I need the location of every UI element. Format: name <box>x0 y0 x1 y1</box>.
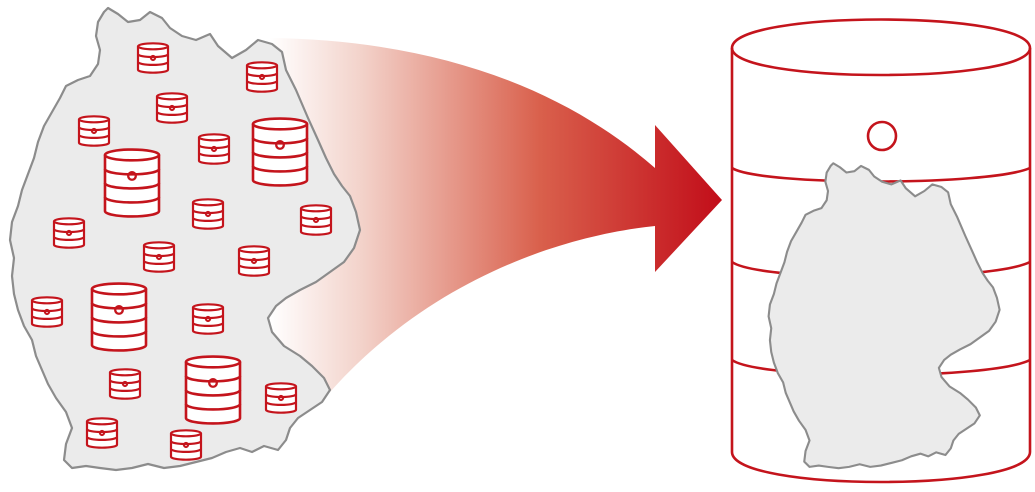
germany-map-right <box>767 162 1001 470</box>
database-indicator-dot <box>210 145 218 153</box>
database-icon <box>108 368 142 400</box>
left-database-icons <box>30 42 333 461</box>
database-indicator-dot <box>149 54 157 62</box>
database-icon <box>184 355 242 425</box>
database-icon <box>85 417 119 449</box>
database-indicator-dot <box>127 171 137 181</box>
database-icon <box>191 198 225 230</box>
database-icon <box>136 42 170 74</box>
database-icon <box>169 429 203 461</box>
database-indicator-dot <box>275 140 285 150</box>
gradient-arrow <box>268 38 722 392</box>
database-icon <box>30 296 64 328</box>
database-indicator-dot <box>168 104 176 112</box>
database-indicator-dot <box>250 257 258 265</box>
database-indicator-dot <box>277 394 285 402</box>
database-status-indicator <box>866 120 898 152</box>
database-icon <box>52 217 86 249</box>
database-indicator-dot <box>90 127 98 135</box>
database-indicator-dot <box>182 441 190 449</box>
database-top-rim <box>730 47 1032 77</box>
database-icon <box>299 204 333 236</box>
database-icon <box>237 245 271 277</box>
database-indicator-dot <box>258 73 266 81</box>
database-indicator-dot <box>65 229 73 237</box>
database-indicator-dot <box>204 315 212 323</box>
database-indicator-dot <box>121 380 129 388</box>
database-icon <box>142 241 176 273</box>
database-icon <box>197 133 231 165</box>
database-indicator-dot <box>155 253 163 261</box>
database-indicator-dot <box>43 308 51 316</box>
germany-map-outline-small <box>767 162 1001 470</box>
database-icon <box>155 92 189 124</box>
database-icon <box>77 115 111 147</box>
central-database <box>730 18 1032 484</box>
database-indicator-dot <box>204 210 212 218</box>
database-icon <box>264 382 298 414</box>
database-icon <box>103 148 161 218</box>
database-indicator-dot <box>114 305 124 315</box>
database-indicator-dot <box>312 216 320 224</box>
database-icon <box>90 282 148 352</box>
database-icon <box>251 117 309 187</box>
database-icon <box>191 303 225 335</box>
database-indicator-dot <box>208 378 218 388</box>
database-icon <box>245 61 279 93</box>
database-indicator-dot <box>98 429 106 437</box>
arrow-body <box>268 38 722 392</box>
